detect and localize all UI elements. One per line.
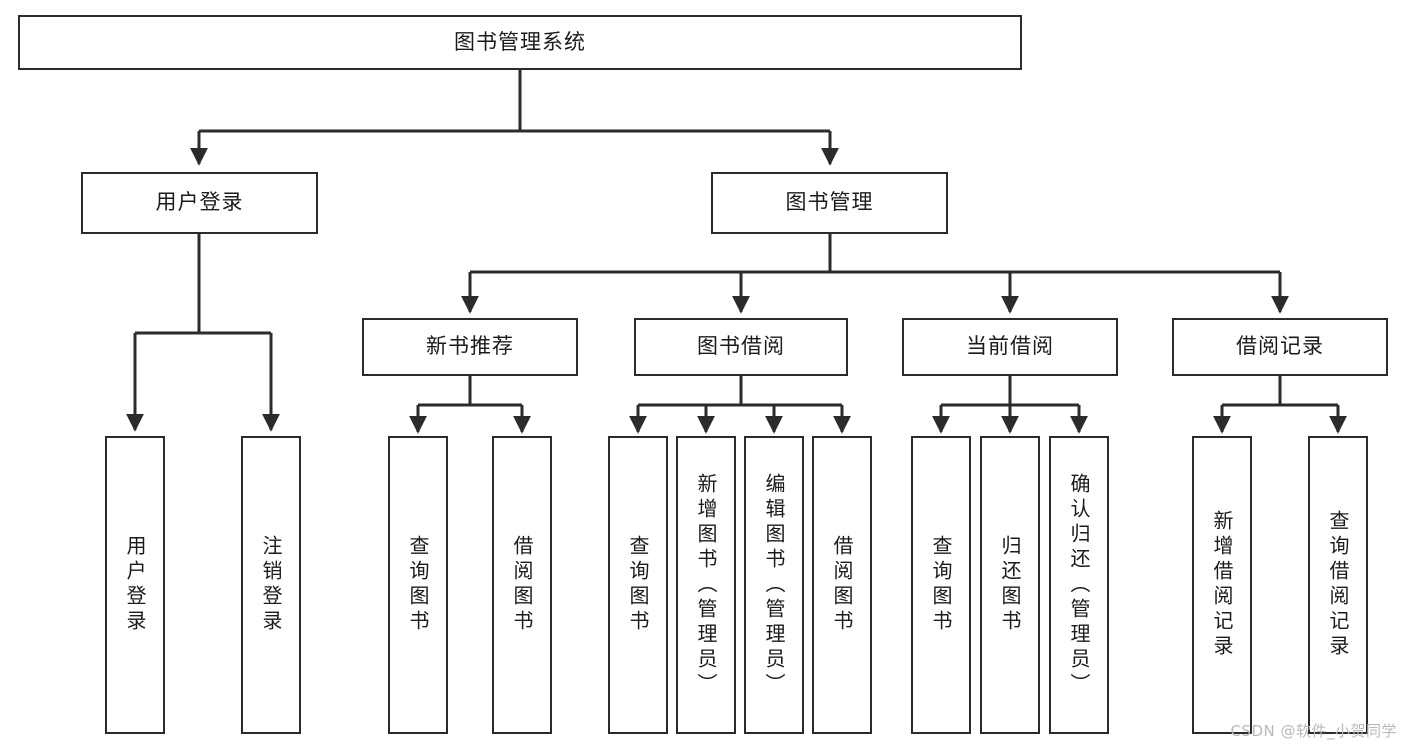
node-label: 借阅图书 <box>510 535 534 635</box>
node-label: 图书借阅 <box>697 334 785 359</box>
node-label: 新增图书（管理员） <box>694 472 718 698</box>
node-label: 注销登录 <box>259 535 283 635</box>
node-leaf-borrow-book-2[interactable]: 借阅图书 <box>812 436 872 734</box>
node-user-login[interactable]: 用户登录 <box>81 172 318 234</box>
node-label: 查询图书 <box>406 535 430 635</box>
node-new-book-recommendation[interactable]: 新书推荐 <box>362 318 578 376</box>
node-leaf-query-book-1[interactable]: 查询图书 <box>388 436 448 734</box>
node-label: 用户登录 <box>123 535 147 635</box>
node-label: 当前借阅 <box>966 334 1054 359</box>
node-current-borrow[interactable]: 当前借阅 <box>902 318 1118 376</box>
node-leaf-return-book[interactable]: 归还图书 <box>980 436 1040 734</box>
node-label: 用户登录 <box>155 190 244 215</box>
node-leaf-query-borrow-record[interactable]: 查询借阅记录 <box>1308 436 1368 734</box>
node-leaf-query-book-2[interactable]: 查询图书 <box>608 436 668 734</box>
node-label: 图书管理系统 <box>454 29 586 54</box>
node-leaf-logout[interactable]: 注销登录 <box>241 436 301 734</box>
node-label: 新书推荐 <box>426 334 514 359</box>
node-leaf-add-book-admin[interactable]: 新增图书（管理员） <box>676 436 736 734</box>
node-leaf-confirm-return-admin[interactable]: 确认归还（管理员） <box>1049 436 1109 734</box>
node-label: 新增借阅记录 <box>1210 510 1234 660</box>
node-root-book-management-system[interactable]: 图书管理系统 <box>18 15 1022 70</box>
watermark: CSDN @软件_小贺同学 <box>1230 722 1397 740</box>
node-label: 借阅记录 <box>1236 334 1324 359</box>
node-leaf-add-borrow-record[interactable]: 新增借阅记录 <box>1192 436 1252 734</box>
node-label: 归还图书 <box>998 535 1022 635</box>
node-label: 借阅图书 <box>830 535 854 635</box>
node-label: 查询图书 <box>626 535 650 635</box>
node-label: 图书管理 <box>785 190 874 215</box>
node-label: 查询借阅记录 <box>1326 510 1350 660</box>
node-label: 确认归还（管理员） <box>1067 472 1091 698</box>
node-label: 查询图书 <box>929 535 953 635</box>
node-leaf-query-book-3[interactable]: 查询图书 <box>911 436 971 734</box>
node-label: 编辑图书（管理员） <box>762 472 786 698</box>
node-book-borrow[interactable]: 图书借阅 <box>634 318 848 376</box>
node-borrow-record[interactable]: 借阅记录 <box>1172 318 1388 376</box>
node-book-management[interactable]: 图书管理 <box>711 172 948 234</box>
node-leaf-edit-book-admin[interactable]: 编辑图书（管理员） <box>744 436 804 734</box>
node-leaf-borrow-book-1[interactable]: 借阅图书 <box>492 436 552 734</box>
node-leaf-user-login[interactable]: 用户登录 <box>105 436 165 734</box>
